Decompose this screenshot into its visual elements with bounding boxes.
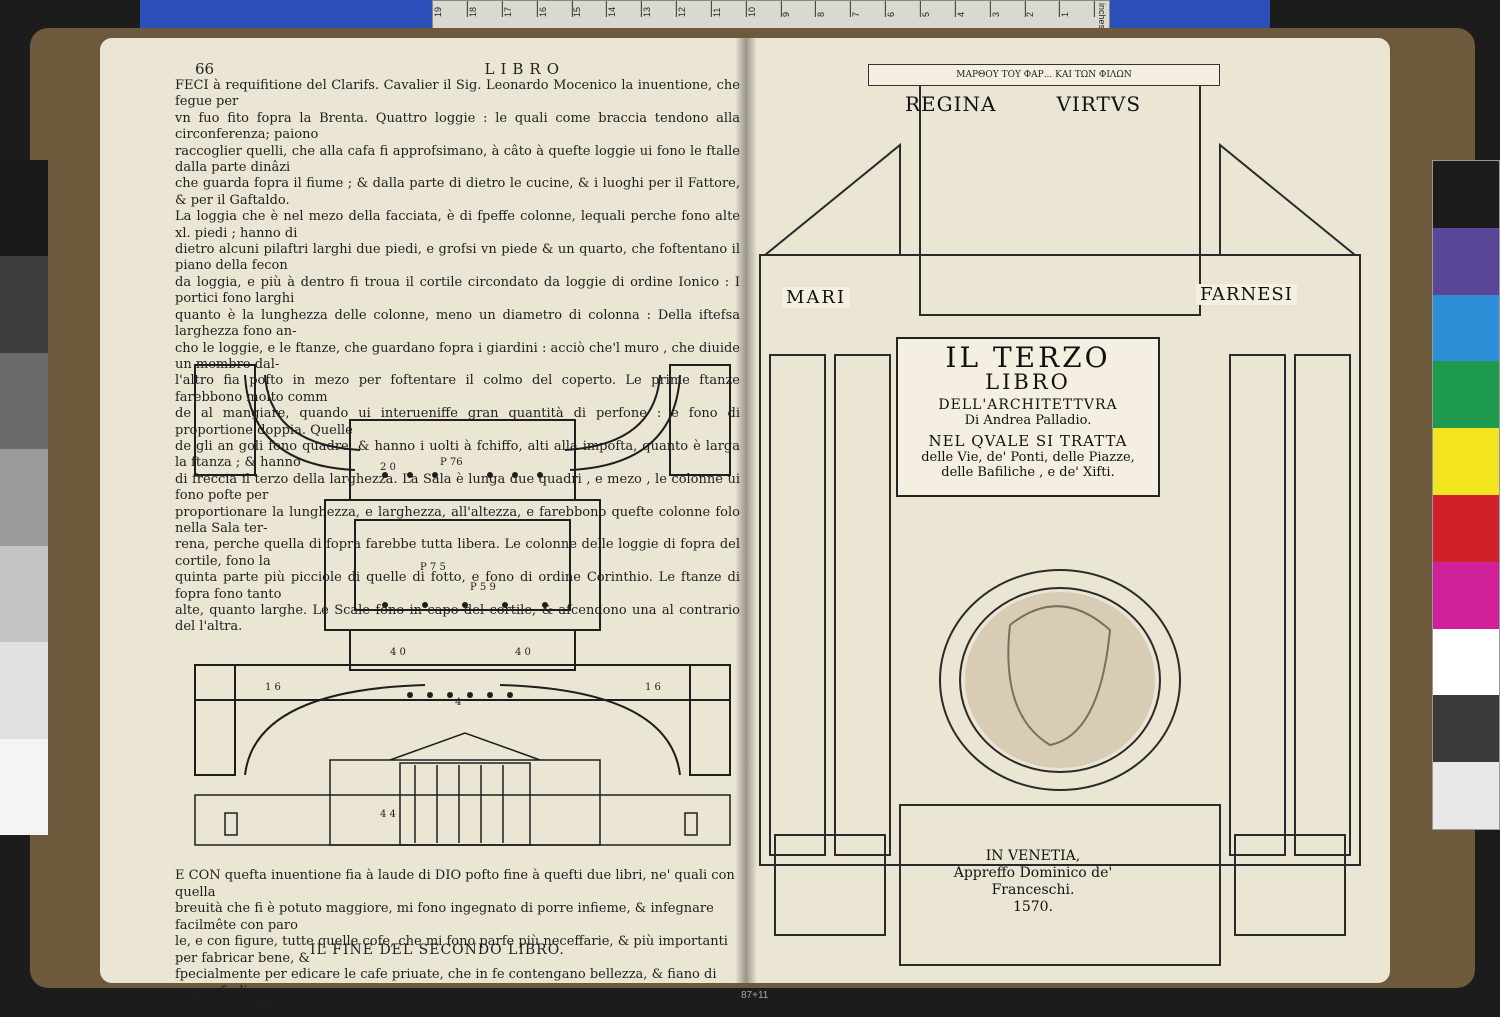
ruler-tick: 15 [572,1,608,17]
fold-mark: 87+11 [741,990,769,1001]
imprint-year: 1570. [1012,899,1054,915]
page-number: 66 [195,60,215,78]
ruler-tick: 16 [537,1,573,17]
farnesi-label: FARNESI [1196,284,1297,305]
plan-label-p59: P 5 9 [470,582,496,593]
plan-label-40a: 4 0 [390,647,406,658]
body-text-line: quinta parte più picciole di quelle di f… [175,570,740,602]
color-patch [1433,762,1499,829]
gray-patch [0,352,48,450]
title-architettura: DELL'ARCHITETTVRA [938,397,1118,413]
ruler-tick: 18 [467,1,503,17]
plan-label-p76: P 76 [440,457,463,468]
color-patch [1433,494,1499,562]
imprint-place: IN VENETIA, [985,848,1081,864]
closing-text-line: fpecialmente per edicare le cafe priuate… [175,967,717,999]
ruler-tick: 6 [885,1,921,17]
body-text-line: quanto è la lunghezza delle colonne, men… [175,307,740,340]
gray-patch [0,738,48,835]
closing-text-line: E CON quefta inuentione fia à laude di D… [175,868,735,900]
body-text-line: che guarda fopra il fiume ; & dalla part… [175,176,740,208]
body-text-line: proportionare la lunghezza, e larghezza,… [175,504,740,536]
color-patch [1433,561,1499,629]
body-text-line: da loggia, e più à dentro fi troua il co… [175,274,740,307]
ruler-tick: 10 [746,1,782,17]
title-subjects-2: delle Bafiliche , e de' Xifti. [941,465,1115,480]
color-patch [1433,294,1499,362]
color-patch [1433,227,1499,295]
plan-label-40b: 4 0 [515,647,531,658]
color-checker [1432,160,1500,830]
running-head: LIBRO [484,60,565,78]
imprint: IN VENETIA, Appreffo Dominico de' France… [908,848,1158,916]
ruler-tick: 5 [920,1,956,17]
plan-label-16b: 1 6 [645,682,661,693]
left-closing-text: E CON quefta inuentione fia à laude di D… [175,868,740,1017]
body-text-line: raccoglier quelli, che alla cafa fi appr… [175,143,740,176]
color-patch [1433,161,1499,228]
body-text-line: l'altro fia pofto in mezo per foftentare… [175,373,740,405]
ruler-tick: 11 [711,1,747,17]
ruler-tick: 19 [433,1,468,17]
body-text-line: rena, perche quella di fopra farebbe tut… [175,537,740,569]
frontispiece-woodcut [759,74,1361,966]
imprint-printer-2: Franceschi. [991,882,1075,898]
plan-label-44: 4 4 [380,809,396,820]
title-author: Di Andrea Palladio. [964,413,1092,428]
color-patch [1433,428,1499,495]
ruler-tick: 13 [642,1,677,17]
closing-text-line: breuità che fi è potuto maggiore, mi fon… [175,901,714,933]
imprint-printer-1: Appreffo Dominico de' [953,865,1113,881]
ruler-tick: 17 [502,1,538,17]
body-text-line: vn fuo fito fopra la Brenta. Quattro log… [175,110,740,143]
plan-label-4: 4 [455,697,461,708]
mari-label: MARI [782,287,851,308]
book-gutter [735,38,757,983]
left-page-header: 66 LIBRO [195,60,735,78]
ruler-tick: 2 [1025,1,1061,17]
ruler-tick: 14 [607,1,643,17]
fine-del-secondo-libro: IL FINE DEL SECONDO LIBRO. [310,942,565,958]
greek-banner: ΜΑΡΘΟΥ ΤΟΥ ΦΑΡ... ΚΑΙ ΤΩΝ ΦΙΛΩΝ [868,64,1220,86]
closing-text-line: le, e con figure, tutte quelle cofe, che… [175,934,728,966]
color-patch [1433,695,1499,763]
motto-word-virtus: VIRTVS [1056,92,1142,116]
gray-patch [0,160,48,257]
plan-label-20: 2 0 [380,462,396,473]
body-text-line: FECI à requifitione del Clarifs. Cavalie… [175,78,740,110]
ruler-tick: 1 [1060,1,1096,17]
gray-patch [0,449,48,546]
body-text-line: dietro alcuni pilaftri larghi due piedi,… [175,242,740,274]
gray-patch [0,256,48,353]
title-nel-quale: NEL QVALE SI TRATTA [928,432,1128,450]
ruler-tick: 4 [955,1,991,17]
color-patch [1433,628,1499,696]
title-libro: LIBRO [985,370,1071,394]
plan-label-16a: 1 6 [265,682,281,693]
grayscale-target [0,160,48,835]
ruler-tick: 9 [781,1,817,17]
left-body-text: FECI à requifitione del Clarifs. Cavalie… [175,78,740,636]
title-subjects-1: delle Vie, de' Ponti, delle Piazze, [921,450,1135,465]
color-patch [1433,361,1499,429]
gray-patch [0,545,48,643]
body-text-line: di freccia il terzo della larghezza. La … [175,471,740,504]
title-cartouche: IL TERZO LIBRO DELL'ARCHITETTVRA Di Andr… [896,337,1160,497]
body-text-line: La loggia che è nel mezo della facciata,… [175,209,740,241]
ruler-tick: 8 [816,1,852,17]
closing-text-line: modità à gli edificatori. [175,1000,329,1015]
ruler-tick: 3 [990,1,1026,17]
body-text-line: de al mangiare, quando ui interueniffe g… [175,406,740,438]
title-il-terzo: IL TERZO [945,341,1111,374]
ruler-unit: inches [1097,3,1108,30]
left-page [100,38,748,983]
plan-label-p75: P 7 5 [420,562,446,573]
ruler-tick: 12 [676,1,712,17]
regina-virtus-motto: REGINA VIRTVS [905,92,1141,116]
ruler-tick: 7 [851,1,886,17]
motto-word-regina: REGINA [905,92,997,116]
villa-plan-woodcut: P 76 P 7 5 P 5 9 4 0 4 0 2 0 1 6 1 6 4 4… [194,364,731,846]
gray-patch [0,642,48,739]
